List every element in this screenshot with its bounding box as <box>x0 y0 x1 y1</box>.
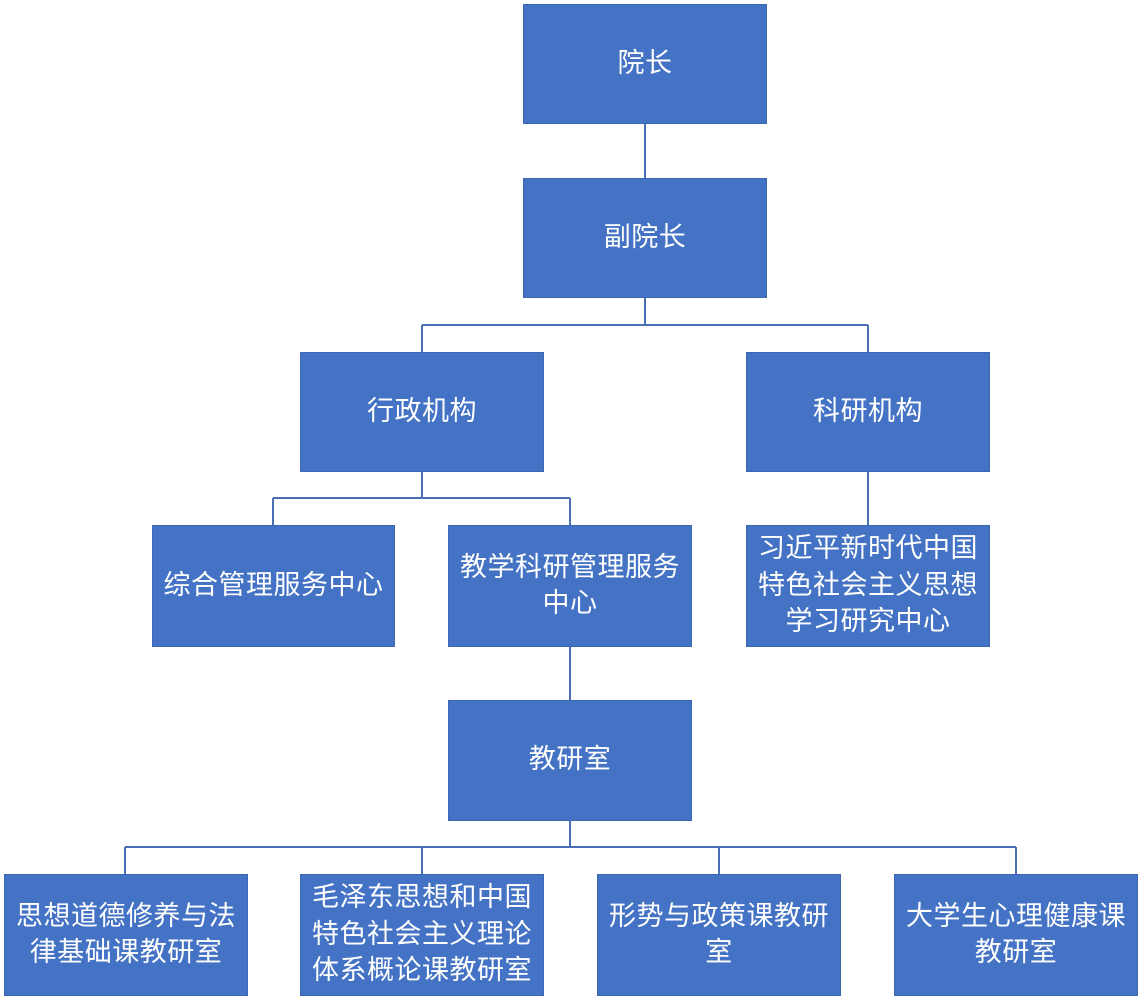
xi-thought-research-center-box: 习近平新时代中国特色社会主义思想学习研究中心 <box>746 525 990 647</box>
vice-dean-label: 副院长 <box>603 221 687 253</box>
administrative-institutions-label: 行政机构 <box>367 395 477 427</box>
moral-law-office-box: 思想道德修养与法律基础课教研室 <box>4 874 248 996</box>
teaching-research-office-box: 教研室 <box>448 700 692 821</box>
teaching-research-office-label: 教研室 <box>528 744 612 776</box>
research-institutions-box: 科研机构 <box>746 352 990 472</box>
comprehensive-management-center-label: 综合管理服务中心 <box>163 569 384 601</box>
moral-law-office-label: 思想道德修养与法律基础课教研室 <box>16 900 236 968</box>
comprehensive-management-center-box: 综合管理服务中心 <box>152 525 395 647</box>
mental-health-office-label: 大学生心理健康课教研室 <box>906 900 1126 968</box>
mental-health-office-box: 大学生心理健康课教研室 <box>894 874 1138 996</box>
mao-theory-office-label: 毛泽东思想和中国特色社会主义理论体系概论课教研室 <box>312 882 532 987</box>
situation-policy-office-label: 形势与政策课教研室 <box>609 900 829 968</box>
administrative-institutions-box: 行政机构 <box>300 352 544 472</box>
teaching-research-management-center-box: 教学科研管理服务中心 <box>448 525 692 647</box>
vice-dean-box: 副院长 <box>523 178 767 298</box>
dean-label: 院长 <box>617 47 673 79</box>
research-institutions-label: 科研机构 <box>813 395 923 427</box>
dean-box: 院长 <box>523 4 767 124</box>
teaching-research-management-center-label: 教学科研管理服务中心 <box>460 551 680 619</box>
situation-policy-office-box: 形势与政策课教研室 <box>597 874 841 996</box>
xi-thought-research-center-label: 习近平新时代中国特色社会主义思想学习研究中心 <box>758 533 978 638</box>
mao-theory-office-box: 毛泽东思想和中国特色社会主义理论体系概论课教研室 <box>300 874 544 996</box>
